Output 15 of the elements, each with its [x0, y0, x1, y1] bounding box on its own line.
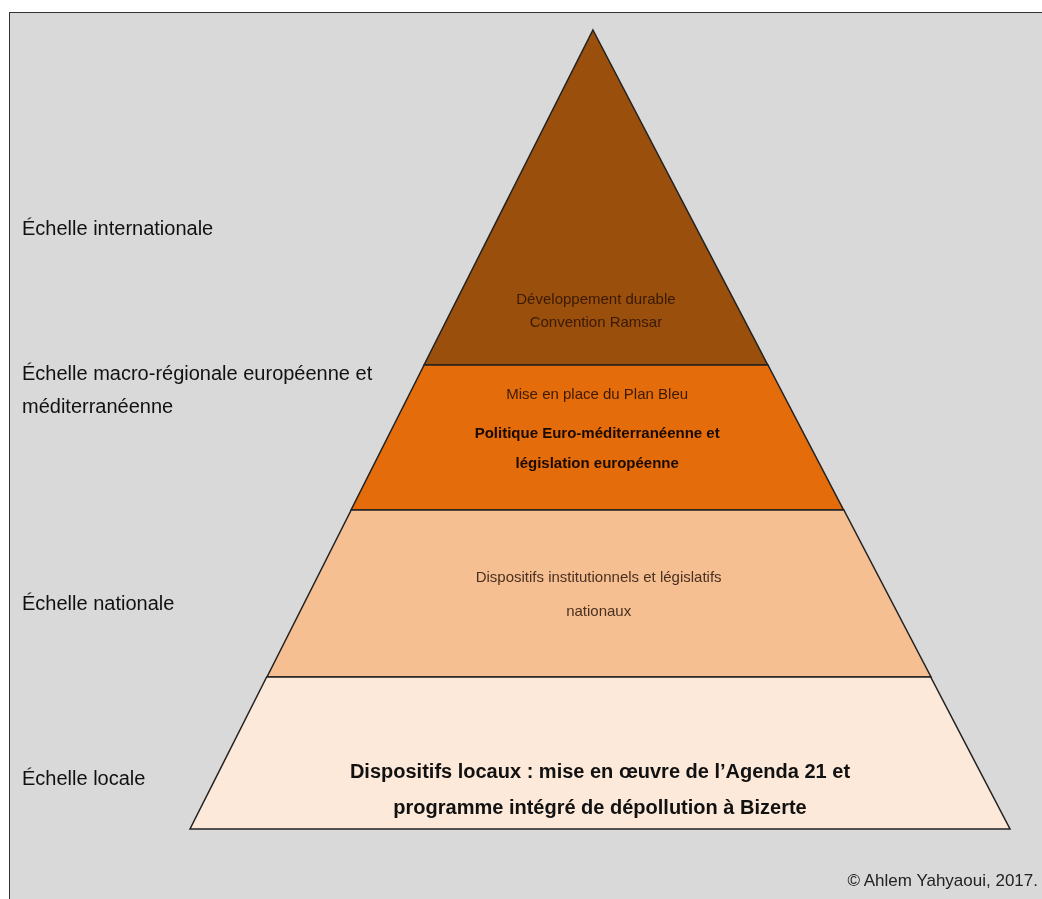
pyramid-tier — [350, 365, 844, 510]
tier-text: Dispositifs locaux : mise en œuvre de l’Agenda 21 et programme intégré de dépollution à Bizerte — [348, 759, 852, 820]
tier-text: Mise en place du Plan Bleu — [506, 384, 689, 404]
tier-text: Politique Euro-méditerranéenne et législation européenne — [473, 422, 721, 473]
pyramid-tier — [266, 510, 931, 677]
scale-label: Échelle nationale — [22, 591, 176, 616]
scale-label: Échelle macro-régionale européenne et méditerranéenne — [22, 361, 374, 419]
pyramid-tier — [424, 30, 768, 365]
copyright-note: © Ahlem Yahyaoui, 2017. — [847, 870, 1038, 892]
scale-label: Échelle internationale — [22, 216, 215, 241]
pyramid-tier — [190, 677, 1010, 829]
tier-text: Convention Ramsar — [529, 311, 663, 332]
tier-text: Développement durable — [516, 289, 676, 309]
scale-label: Échelle locale — [22, 766, 147, 791]
tier-text: Dispositifs institutionnels et législatifs nationaux — [474, 567, 723, 621]
